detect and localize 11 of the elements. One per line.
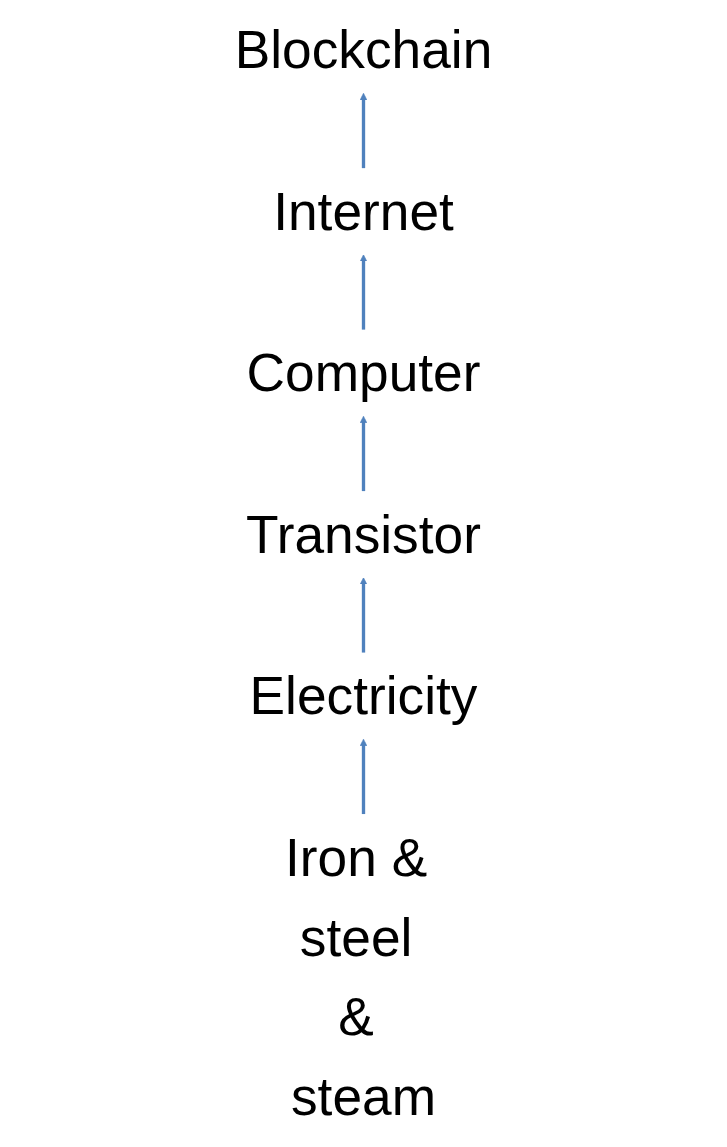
node-text: Internet [273, 181, 454, 242]
node-text: Iron & steel & steam [285, 827, 437, 1128]
arrow [359, 92, 368, 169]
node-text: Blockchain [234, 19, 493, 80]
node-text: Transistor [246, 504, 481, 565]
arrow [359, 738, 368, 815]
node-text: Electricity [249, 665, 478, 726]
arrow [359, 415, 368, 492]
arrow [359, 577, 368, 653]
node-text: Computer [246, 342, 481, 403]
arrow [359, 254, 368, 330]
